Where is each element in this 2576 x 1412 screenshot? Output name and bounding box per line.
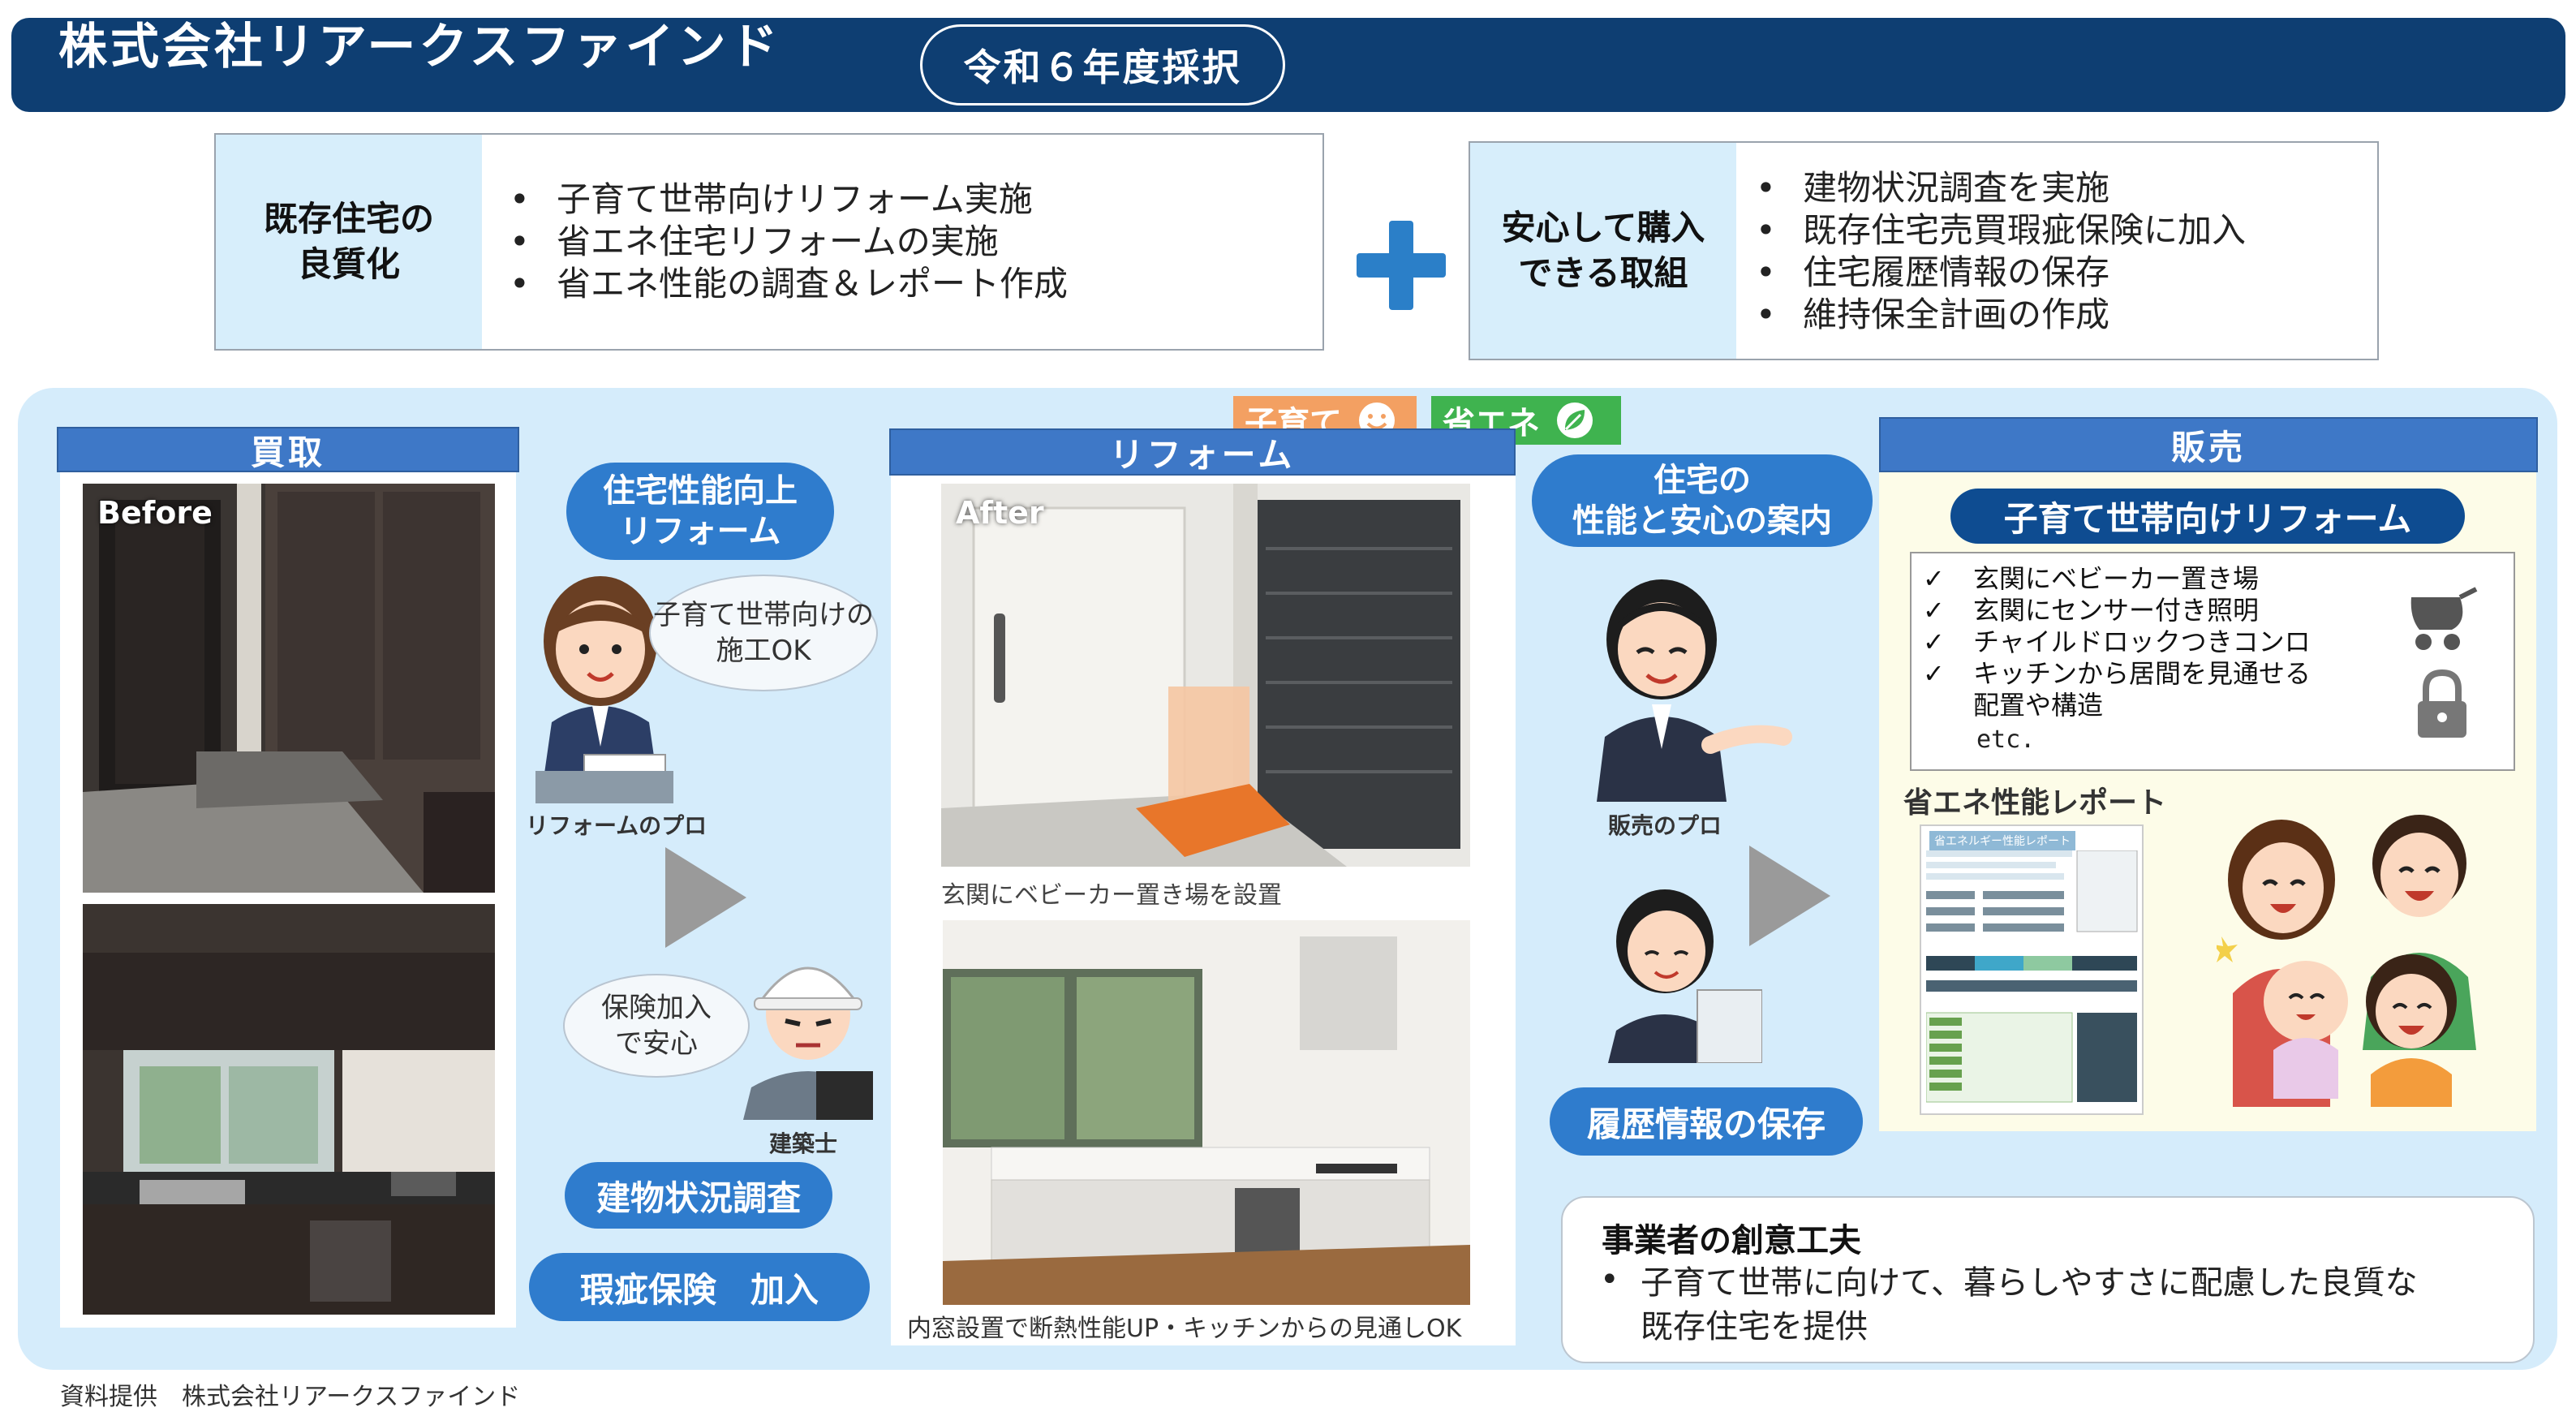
insurance-speech: 保険加入で安心: [563, 974, 750, 1078]
insurance-pill: 瑕疵保険 加入: [529, 1253, 870, 1321]
before-label: Before: [97, 495, 213, 531]
check-text-cont: 配置や構造: [1973, 690, 2104, 721]
assurance-label-line1: 安心して購入: [1501, 208, 1705, 248]
feature-checklist: ✓玄関にベビーカー置き場 ✓玄関にセンサー付き照明 ✓チャイルドロックつきコンロ…: [1910, 552, 2515, 771]
guidance-pill-line1: 住宅の: [1654, 462, 1751, 499]
energy-report-document: 省エネルギー性能レポート: [1920, 824, 2144, 1115]
speech2-line2: で安心: [615, 1027, 698, 1060]
family-illustration: [2217, 815, 2476, 1107]
sales-pro-caption: 販売のプロ: [1608, 812, 1722, 839]
speech2-line1: 保険加入: [601, 992, 712, 1024]
quality-label: 既存住宅の良質化: [216, 135, 482, 349]
assurance-label-line2: できる取組: [1518, 253, 1688, 293]
performance-pill-line1: 住宅性能向上: [603, 472, 798, 510]
performance-reform-pill: 住宅性能向上リフォーム: [566, 463, 834, 560]
sales-staff-illustration: [1608, 889, 1762, 1063]
list-item: 維持保全計画の作成: [1746, 294, 2371, 336]
arrow-right-icon: [1749, 846, 1830, 946]
assurance-list: 建物状況調査を実施 既存住宅売買瑕疵保険に加入 住宅履歴情報の保存 維持保全計画…: [1746, 167, 2371, 336]
speech1-line1: 子育て世帯向けの: [653, 599, 874, 631]
quality-list: 子育て世帯向けリフォーム実施 省エネ住宅リフォームの実施 省エネ性能の調査＆レポ…: [500, 179, 1311, 305]
reform-pro-illustration: [535, 576, 673, 803]
guidance-pill-line2: 性能と安心の案内: [1572, 502, 1832, 540]
etc-text: etc.: [1976, 725, 2036, 754]
sales-header: 販売: [1879, 417, 2538, 472]
architect-illustration: [743, 966, 873, 1120]
architect-caption: 建築士: [769, 1130, 838, 1157]
after-caption-2: 内窓設置で断熱性能UP・キッチンからの見通しOK: [907, 1315, 1462, 1343]
lock-icon: [2418, 669, 2466, 738]
list-item: ✓玄関にベビーカー置き場: [1923, 563, 2260, 594]
checklist-items: ✓玄関にベビーカー置き場 ✓玄関にセンサー付き照明 ✓チャイルドロックつきコンロ…: [1912, 563, 2415, 721]
list-item: 省エネ住宅リフォームの実施: [500, 221, 1311, 263]
inspection-pill: 建物状況調査: [565, 1162, 832, 1229]
list-item: ✓チャイルドロックつきコンロ: [1923, 626, 2311, 657]
quality-label-line1: 既存住宅の: [263, 199, 434, 239]
kaitori-header: 買取: [57, 427, 519, 472]
report-content-graphic: [1926, 850, 2138, 1103]
assurance-label: 安心して購入できる取組: [1470, 143, 1736, 359]
before-kitchen-photo: [83, 904, 495, 1315]
check-text: 玄関にベビーカー置き場: [1973, 563, 2260, 594]
plus-icon: [1357, 221, 1446, 310]
arrow-right-icon: [665, 847, 746, 948]
list-item: 既存住宅売買瑕疵保険に加入: [1746, 209, 2371, 252]
list-item: 子育て世帯向けリフォーム実施: [500, 179, 1311, 221]
list-item: 配置や構造: [1912, 690, 2415, 721]
list-item: 省エネ性能の調査＆レポート作成: [500, 263, 1311, 305]
creative-ideas-box: 事業者の創意工夫 • 子育て世帯に向けて、暮らしやすさに配慮した良質な 既存住宅…: [1561, 1196, 2535, 1363]
bullet: •: [1600, 1261, 1619, 1298]
report-title: 省エネ性能レポート: [1903, 786, 2167, 820]
after-label: After: [956, 495, 1044, 531]
stroller-icon: [2410, 587, 2478, 650]
sales-pro-illustration: [1597, 579, 1792, 802]
history-pill: 履歴情報の保存: [1550, 1087, 1863, 1156]
list-item: ✓キッチンから居間を見通せる: [1923, 658, 2312, 689]
adoption-badge: 令和６年度採択: [920, 24, 1285, 105]
after-caption-1: 玄関にベビーカー置き場を設置: [941, 881, 1282, 910]
creative-title: 事業者の創意工夫: [1602, 1222, 1861, 1259]
creative-text: 子育て世帯に向けて、暮らしやすさに配慮した良質な 既存住宅を提供: [1641, 1261, 2525, 1349]
reform-header: リフォーム: [889, 428, 1516, 476]
creative-line1: 子育て世帯に向けて、暮らしやすさに配慮した良質な: [1641, 1264, 2418, 1302]
leaf-icon: [1557, 403, 1593, 438]
check-text: チャイルドロックつきコンロ: [1973, 626, 2311, 657]
company-name: 株式会社リアークスファインド: [58, 19, 781, 75]
after-entrance-photo: After: [941, 484, 1470, 867]
creative-line2: 既存住宅を提供: [1641, 1308, 1868, 1345]
header-bar: [11, 18, 2565, 112]
after-kitchen-photo: [943, 920, 1470, 1305]
quality-label-line2: 良質化: [297, 244, 400, 284]
report-doc-header: 省エネルギー性能レポート: [1929, 831, 2075, 850]
guidance-pill: 住宅の性能と安心の案内: [1532, 454, 1873, 547]
list-item: 建物状況調査を実施: [1746, 167, 2371, 209]
reform-pro-caption: リフォームのプロ: [526, 812, 707, 839]
performance-pill-line2: リフォーム: [619, 513, 781, 550]
check-text: キッチンから居間を見通せる: [1973, 658, 2312, 689]
list-item: 住宅履歴情報の保存: [1746, 252, 2371, 294]
childcare-ok-speech: 子育て世帯向けの施工OK: [649, 575, 878, 691]
before-entrance-photo: Before: [83, 484, 495, 893]
childcare-reform-pill: 子育て世帯向けリフォーム: [1950, 489, 2465, 544]
list-item: ✓玄関にセンサー付き照明: [1923, 595, 2260, 626]
check-text: 玄関にセンサー付き照明: [1973, 595, 2260, 626]
source-credit: 資料提供 株式会社リアークスファインド: [60, 1383, 521, 1411]
speech1-line2: 施工OK: [716, 635, 811, 667]
